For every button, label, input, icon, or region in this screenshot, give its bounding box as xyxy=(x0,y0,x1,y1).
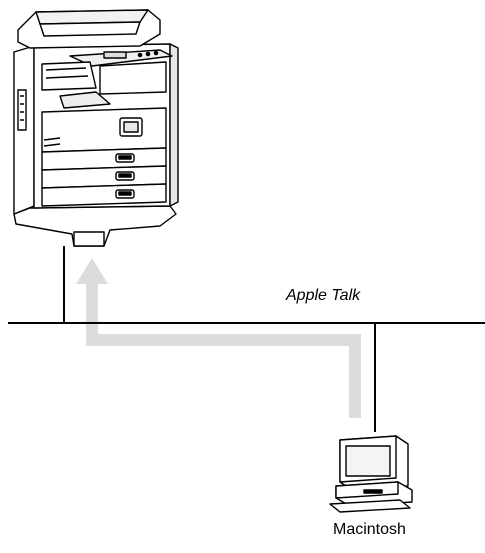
network-label: Apple Talk xyxy=(286,288,360,304)
multifunction-copier-printer-icon xyxy=(14,10,178,246)
computer-label: Macintosh xyxy=(333,522,406,538)
macintosh-computer-icon xyxy=(330,436,412,512)
print-data-flow-arrow xyxy=(76,258,355,418)
